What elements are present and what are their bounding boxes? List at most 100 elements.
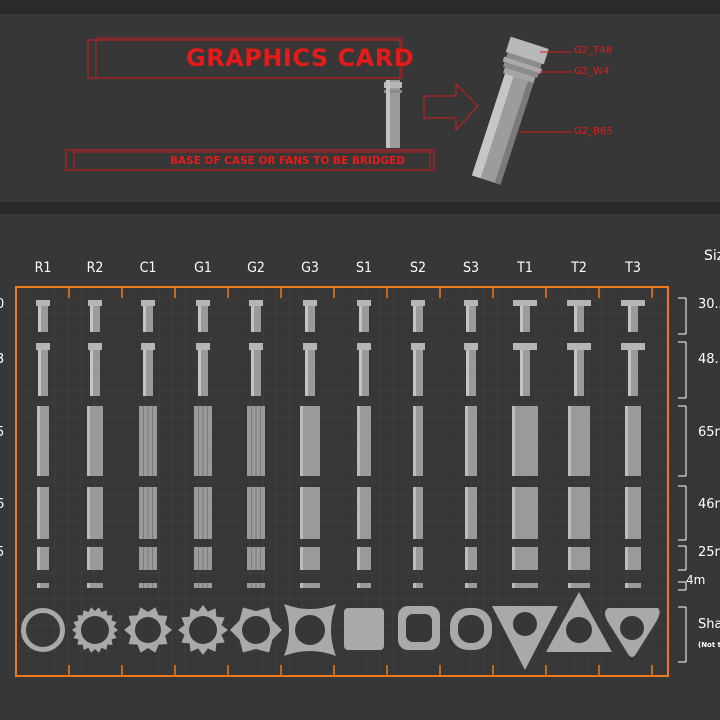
part-row1-head <box>196 300 210 306</box>
part-row4 <box>300 487 320 539</box>
part-row2-head <box>411 343 425 350</box>
part-row2-head <box>249 343 263 350</box>
part-row5 <box>87 547 103 570</box>
size-label: Sha <box>698 617 720 632</box>
column-label: C1 <box>139 260 157 276</box>
part-row2-head <box>621 343 645 350</box>
shape-note: (Not t <box>698 641 720 649</box>
part-row1-body <box>90 306 100 332</box>
part-row5 <box>568 547 590 570</box>
part-row2-body <box>305 350 315 396</box>
part-row4 <box>568 487 590 539</box>
part-row1-body <box>38 306 48 332</box>
row-edge-label: 5 <box>0 545 5 560</box>
part-row6 <box>465 583 477 588</box>
small-post-illustration <box>384 80 402 148</box>
part-row1-head <box>88 300 102 306</box>
row-edge-label: 5 <box>0 425 5 440</box>
part-row1-head <box>513 300 537 306</box>
part-row1-head <box>621 300 645 306</box>
part-row6 <box>300 583 320 588</box>
part-row2-head <box>196 343 210 350</box>
part-row3 <box>413 406 423 476</box>
part-row6 <box>568 583 590 588</box>
row-edge-label: 3 <box>0 352 5 367</box>
part-row2-body <box>198 350 208 396</box>
part-row1-head <box>36 300 50 306</box>
part-row1-body <box>628 306 638 332</box>
part-row2-body <box>359 350 369 396</box>
size-label: 25m <box>698 545 720 560</box>
callout-base: G2_B65 <box>574 126 613 137</box>
part-row4 <box>512 487 538 539</box>
size-label: 4m <box>686 573 706 587</box>
shape-round <box>21 608 65 652</box>
part-row1-body <box>198 306 208 332</box>
part-row3 <box>512 406 538 476</box>
size-label: 48. <box>698 352 719 367</box>
part-row2-head <box>513 343 537 350</box>
part-row2-head <box>357 343 371 350</box>
callout-width: G2_W4 <box>574 66 610 77</box>
part-row2-body <box>38 350 48 396</box>
part-row2-head <box>36 343 50 350</box>
part-row4 <box>87 487 103 539</box>
part-row1-head <box>249 300 263 306</box>
part-row1-body <box>251 306 261 332</box>
part-row2-head <box>464 343 478 350</box>
top-diagram-panel <box>0 14 720 202</box>
part-row6 <box>87 583 103 588</box>
part-row3 <box>87 406 103 476</box>
part-row5 <box>413 547 423 570</box>
column-label: T3 <box>625 260 641 276</box>
row-edge-label: 0 <box>0 297 5 312</box>
part-row2-body <box>574 350 584 396</box>
part-row1-head <box>303 300 317 306</box>
part-row1-body <box>305 306 315 332</box>
part-row5 <box>625 547 641 570</box>
callout-top: G2_T48 <box>574 45 612 56</box>
column-label: S2 <box>409 260 426 276</box>
part-row3 <box>357 406 371 476</box>
shape-square <box>344 608 384 650</box>
arrow-shape <box>423 82 479 132</box>
part-row1-body <box>143 306 153 332</box>
part-row2-body <box>143 350 153 396</box>
size-label: 46m <box>698 497 720 512</box>
part-row6 <box>357 583 371 588</box>
large-post-illustration <box>471 36 549 185</box>
part-row1-head <box>464 300 478 306</box>
part-row6 <box>37 583 49 588</box>
part-row5 <box>512 547 538 570</box>
part-row2-body <box>628 350 638 396</box>
part-row2-head <box>567 343 591 350</box>
part-row2-body <box>466 350 476 396</box>
part-row6 <box>413 583 423 588</box>
column-label: R1 <box>34 260 52 276</box>
column-label: S3 <box>462 260 479 276</box>
part-row3 <box>625 406 641 476</box>
title-box-inner <box>95 37 403 79</box>
part-row5 <box>357 547 371 570</box>
part-row1-body <box>466 306 476 332</box>
base-label: BASE OF CASE OR FANS TO BE BRIDGED <box>170 155 406 167</box>
part-row2-head <box>141 343 155 350</box>
part-row2-head <box>303 343 317 350</box>
grid-border <box>15 286 669 677</box>
column-label: T2 <box>571 260 587 276</box>
base-box-inner <box>73 151 431 171</box>
size-header: Siz <box>704 248 720 264</box>
column-label: T1 <box>517 260 533 276</box>
column-label: G2 <box>247 260 265 276</box>
part-row1-head <box>141 300 155 306</box>
column-label: R2 <box>86 260 104 276</box>
part-row6 <box>512 583 538 588</box>
part-row2-body <box>90 350 100 396</box>
part-row1-body <box>413 306 423 332</box>
part-row1-body <box>520 306 530 332</box>
part-row2-body <box>413 350 423 396</box>
part-row3 <box>568 406 590 476</box>
size-label: 65m <box>698 425 720 440</box>
